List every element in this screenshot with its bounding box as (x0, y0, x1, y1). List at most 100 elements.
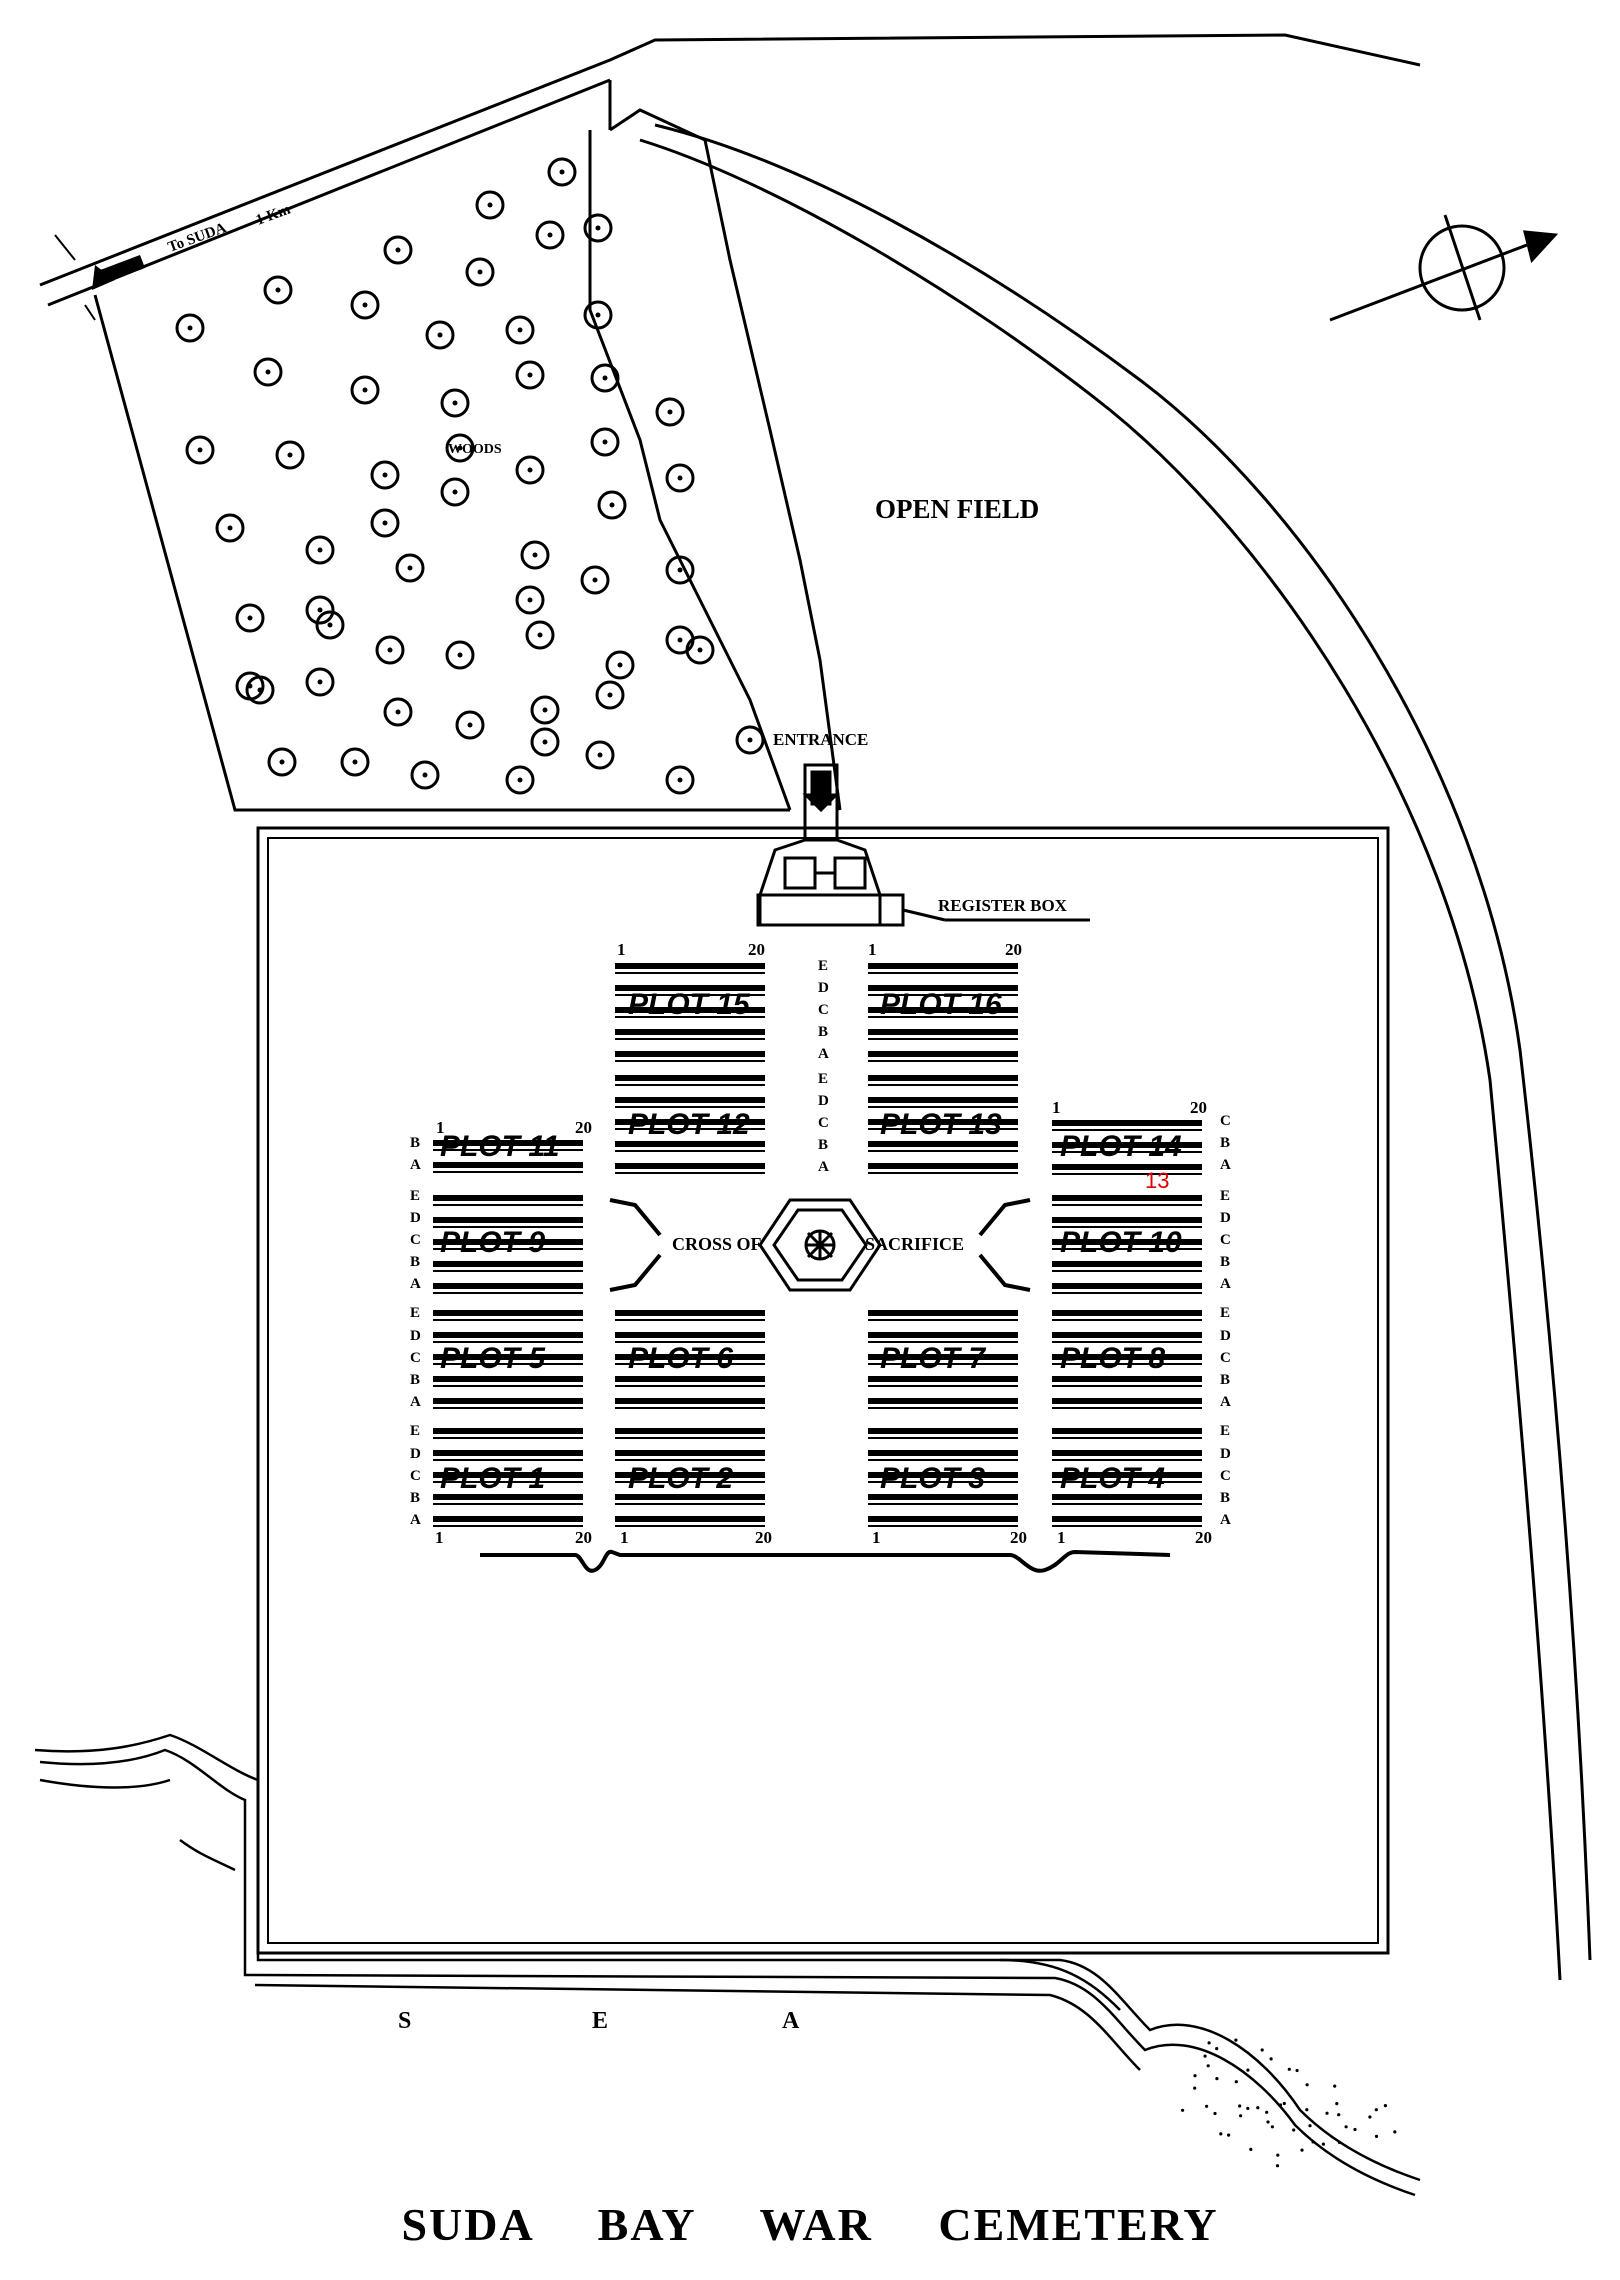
tree-center (548, 233, 553, 238)
grave-row[interactable] (433, 1217, 583, 1223)
plot-label-13[interactable]: PLOT 13 (880, 1108, 1002, 1141)
grave-row[interactable] (1052, 1164, 1202, 1170)
grave-row[interactable] (433, 1310, 583, 1316)
grave-row[interactable] (433, 1376, 583, 1382)
grave-row[interactable] (868, 1163, 1018, 1169)
plot-label-4[interactable]: PLOT 4 (1060, 1462, 1165, 1495)
grave-row[interactable] (615, 1029, 765, 1035)
grave-row[interactable] (615, 1163, 765, 1169)
coast-dot (1266, 2120, 1269, 2123)
grave-row[interactable] (433, 1516, 583, 1522)
coast-dot (1246, 2069, 1249, 2072)
grave-row[interactable] (868, 1516, 1018, 1522)
grave-row[interactable] (615, 1398, 765, 1404)
cross-of-sacrifice (760, 1200, 880, 1290)
grave-row[interactable] (1052, 1398, 1202, 1404)
grave-row[interactable] (868, 1051, 1018, 1057)
plot-label-8[interactable]: PLOT 8 (1060, 1342, 1165, 1375)
grave-row[interactable] (433, 1283, 583, 1289)
grave-row[interactable] (1052, 1428, 1202, 1434)
plot-label-9[interactable]: PLOT 9 (440, 1226, 545, 1259)
grave-row[interactable] (615, 963, 765, 969)
grave-row[interactable] (615, 1075, 765, 1081)
plot-label-2[interactable]: PLOT 2 (628, 1462, 733, 1495)
tree-center (363, 303, 368, 308)
plot-label-7[interactable]: PLOT 7 (880, 1342, 986, 1375)
grave-row[interactable] (868, 1075, 1018, 1081)
grave-row[interactable] (868, 1310, 1018, 1316)
grave-row[interactable] (1052, 1261, 1202, 1267)
grave-row[interactable] (1052, 1217, 1202, 1223)
grave-row[interactable] (868, 1376, 1018, 1382)
grave-row[interactable] (1052, 1516, 1202, 1522)
grave-row[interactable] (615, 1051, 765, 1057)
grave-row[interactable] (1052, 1332, 1202, 1338)
grave-row[interactable] (433, 1261, 583, 1267)
tree-center (596, 313, 601, 318)
row-letter: C (410, 1350, 421, 1366)
grave-row[interactable] (868, 1141, 1018, 1147)
grave-row[interactable] (868, 1428, 1018, 1434)
grave-row[interactable] (1052, 1310, 1202, 1316)
register-box-label: REGISTER BOX (938, 896, 1068, 915)
plot-label-16[interactable]: PLOT 16 (880, 988, 1002, 1021)
grave-row[interactable] (615, 1310, 765, 1316)
coast-dot (1393, 2130, 1396, 2133)
plot-label-12[interactable]: PLOT 12 (628, 1108, 750, 1141)
grave-row[interactable] (868, 1332, 1018, 1338)
tree-center (528, 373, 533, 378)
grave-row[interactable] (615, 1428, 765, 1434)
grave-row[interactable] (615, 1450, 765, 1456)
plot-label-14[interactable]: PLOT 14 (1060, 1130, 1182, 1163)
coast-dots (1181, 2039, 1396, 2168)
grave-start-p3: 1 (872, 1528, 881, 1547)
grave-row[interactable] (433, 1332, 583, 1338)
grave-row[interactable] (1052, 1450, 1202, 1456)
grave-row[interactable] (1052, 1376, 1202, 1382)
grave-row[interactable] (868, 1097, 1018, 1103)
plot-label-1[interactable]: PLOT 1 (440, 1462, 545, 1495)
grave-row[interactable] (868, 1029, 1018, 1035)
grave-row[interactable] (615, 1097, 765, 1103)
tree-center (518, 778, 523, 783)
coast-dot (1375, 2135, 1378, 2138)
grave-row[interactable] (615, 1376, 765, 1382)
plot-label-11[interactable]: PLOT 11 (440, 1130, 559, 1163)
tree-center (678, 568, 683, 573)
grave-row[interactable] (615, 1516, 765, 1522)
grave-row-edge (868, 1437, 1018, 1439)
coast-dot (1353, 2128, 1356, 2131)
grave-row-edge (433, 1525, 583, 1527)
grave-row[interactable] (868, 963, 1018, 969)
grave-row-edge (868, 1038, 1018, 1040)
coast-dot (1246, 2107, 1249, 2110)
grave-row-edge (1052, 1437, 1202, 1439)
grave-marker[interactable]: 13 (1145, 1168, 1169, 1193)
row-letter: E (818, 1071, 828, 1087)
grave-row[interactable] (433, 1450, 583, 1456)
grave-row[interactable] (868, 1450, 1018, 1456)
coast-dot (1215, 2047, 1218, 2050)
grave-end-p2: 20 (755, 1528, 772, 1547)
grave-row-edge (615, 1459, 765, 1461)
grave-row[interactable] (1052, 1195, 1202, 1201)
grave-row[interactable] (1052, 1283, 1202, 1289)
grave-row[interactable] (868, 1398, 1018, 1404)
grave-row[interactable] (1052, 1120, 1202, 1126)
plot-label-6[interactable]: PLOT 6 (628, 1342, 733, 1375)
plot-label-15[interactable]: PLOT 15 (628, 988, 751, 1021)
coast-dot (1204, 2055, 1207, 2058)
grave-row[interactable] (433, 1428, 583, 1434)
coast-dot (1337, 2113, 1340, 2116)
plot-label-3[interactable]: PLOT 3 (880, 1462, 985, 1495)
row-letter: A (1220, 1394, 1231, 1410)
grave-row[interactable] (433, 1195, 583, 1201)
grave-row[interactable] (433, 1398, 583, 1404)
grave-row-edge (1052, 1319, 1202, 1321)
plot-label-5[interactable]: PLOT 5 (440, 1342, 546, 1375)
grave-row[interactable] (615, 1141, 765, 1147)
plot-label-10[interactable]: PLOT 10 (1060, 1226, 1182, 1259)
distance-label: 1 Km (254, 201, 293, 228)
grave-row[interactable] (615, 1332, 765, 1338)
